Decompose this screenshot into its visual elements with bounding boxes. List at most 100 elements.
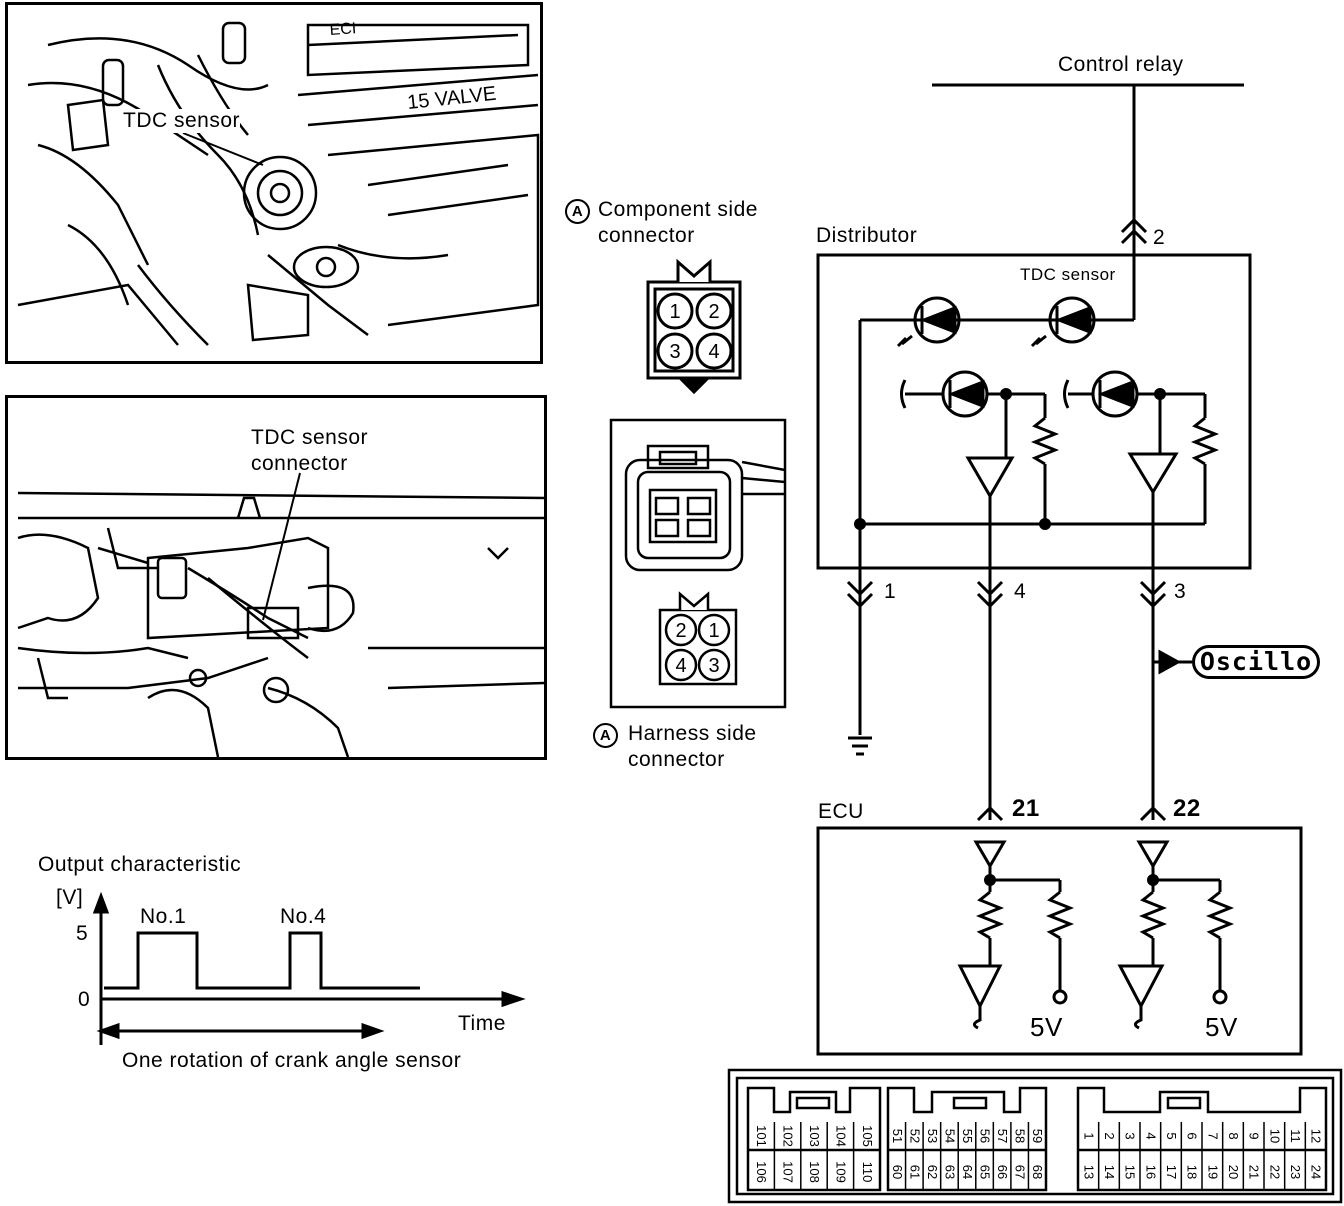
output-chart-y-tick-0: 0 [78,988,91,1011]
ecu-pin-66: 66 [995,1165,1010,1179]
ecu-pin-1: 1 [1081,1132,1096,1139]
photodiode-2-icon [1091,370,1139,418]
ecu-input-buffer-1-icon [973,840,1007,869]
harness-connector-box [609,418,787,709]
ecu-block-a [746,1086,882,1192]
ecu-pin-16: 16 [1143,1165,1158,1179]
ecu-resistor-2-icon [1138,890,1168,940]
ecu-pin-7: 7 [1205,1132,1220,1139]
svg-text:ECI: ECI [329,20,357,39]
terminal-2-label: 2 [1153,226,1166,249]
ecu-pin-8: 8 [1226,1132,1241,1139]
ecu-input-buffer-2-icon [1136,840,1170,869]
oscillo-probe: Oscillo [1192,645,1320,679]
tdc-connector-label-line1: TDC sensor [251,426,369,449]
ecu-pin-68: 68 [1030,1165,1045,1179]
harness-pin-3: 3 [708,655,719,677]
photo-tdc-sensor: 15 VALVE ECI TDC sensor [5,2,543,364]
ecu-pin-6: 6 [1185,1132,1200,1139]
ecu-5v-terminal-2-icon [1212,989,1228,1005]
ecu-pin-9: 9 [1247,1132,1262,1139]
distributor-box [816,253,1252,570]
junction-dots [854,388,1166,886]
pulse-label-no4: No.4 [280,905,327,928]
component-connector [646,258,742,395]
y-axis-arrow-icon [92,891,110,914]
ecu-pin-21: 21 [1247,1165,1262,1179]
led-2-icon [1048,296,1096,344]
photodiode-1-icon [941,370,989,418]
ecu-pullup-1-icon [1045,890,1075,940]
ecu-pin-67: 67 [1013,1165,1028,1179]
ecu-pin-63: 63 [942,1165,957,1179]
ecu-pin-3: 3 [1123,1132,1138,1139]
harness-connector-title-line1: Harness side [628,722,757,745]
ecu-resistor-1-icon [975,890,1005,940]
control-relay-label: Control relay [1058,53,1184,76]
ecu-pin-107: 107 [781,1161,796,1183]
distributor-label: Distributor [816,224,918,247]
harness-connector-marker: A [593,722,618,748]
resistor-1-icon [1030,416,1060,466]
tdc-sensor-schematic-label: TDC sensor [1020,265,1116,284]
component-pin-2: 2 [708,301,719,323]
pulse-label-no1: No.1 [140,905,187,928]
component-connector-title-line1: Component side [598,198,758,221]
ecu-terminal-21-icon [976,805,1004,822]
harness-pin-2: 2 [675,620,686,642]
ecu-pin-24: 24 [1309,1165,1324,1179]
terminal-3-connector-icon [1139,580,1167,609]
ecu-pin-106: 106 [754,1161,769,1183]
ecu-pin-54: 54 [942,1129,957,1143]
ecu-pin-22: 22 [1267,1165,1282,1179]
ecu-ground-squiggle-1 [973,1006,982,1030]
ecu-pullup-2-icon [1205,890,1235,940]
ecu-pin-19: 19 [1205,1165,1220,1179]
ecu-pin-12: 12 [1309,1129,1324,1143]
photo-tdc-connector: TDC sensor connector [5,395,547,760]
ecu-pin-105: 105 [860,1125,875,1147]
terminal-2-connector-icon [1120,217,1148,245]
ecu-pin-13: 13 [1081,1165,1096,1179]
x-axis-arrow-icon [501,990,526,1008]
output-chart-y-tick-5: 5 [76,922,89,945]
ecu-pin-10: 10 [1267,1129,1282,1143]
ecu-pin-110: 110 [860,1162,875,1183]
ecu-pin-23: 23 [1288,1165,1303,1179]
terminal-4-connector-icon [976,580,1004,609]
ecu-pin-51: 51 [890,1129,905,1143]
ecu-pin-102: 102 [781,1125,796,1147]
tdc-sensor-photo-label: TDC sensor [123,109,241,133]
supply-5v-right: 5V [1205,1012,1238,1042]
component-connector-title-line2: connector [598,224,695,247]
ecu-terminal-22-label: 22 [1173,795,1201,822]
ecu-block-b [886,1086,1048,1192]
output-chart-y-unit: [V] [56,886,84,909]
buffer-1-icon [965,456,1015,499]
ecu-pin-2: 2 [1102,1132,1117,1139]
ecu-pin-109: 109 [833,1161,848,1183]
ecu-terminal-21-label: 21 [1012,795,1040,822]
connector-illustration [17,472,544,757]
ecu-pin-20: 20 [1226,1165,1241,1179]
component-pin-1: 1 [669,301,680,323]
ecu-buffer-1-icon [957,964,1003,1010]
oscillo-label: Oscillo [1199,647,1313,676]
span-right-arrow-icon [361,1022,385,1040]
ecu-pin-61: 61 [907,1165,922,1179]
ecu-pin-18: 18 [1185,1165,1200,1179]
ecu-pin-65: 65 [978,1165,993,1179]
harness-pin-4: 4 [675,655,686,677]
ecu-5v-terminal-1-icon [1052,989,1068,1005]
harness-pin-1: 1 [708,620,719,642]
ecu-pin-14: 14 [1102,1165,1117,1179]
ecu-pin-56: 56 [978,1129,993,1143]
output-chart-x-label: Time [458,1012,506,1035]
terminal-1-label: 1 [884,580,897,603]
ecu-connector-outer [727,1068,1343,1204]
ecu-pin-11: 11 [1288,1129,1303,1143]
ecu-pin-59: 59 [1030,1129,1045,1143]
output-chart-span-label: One rotation of crank angle sensor [122,1049,462,1072]
ecu-block-c [1076,1086,1328,1192]
